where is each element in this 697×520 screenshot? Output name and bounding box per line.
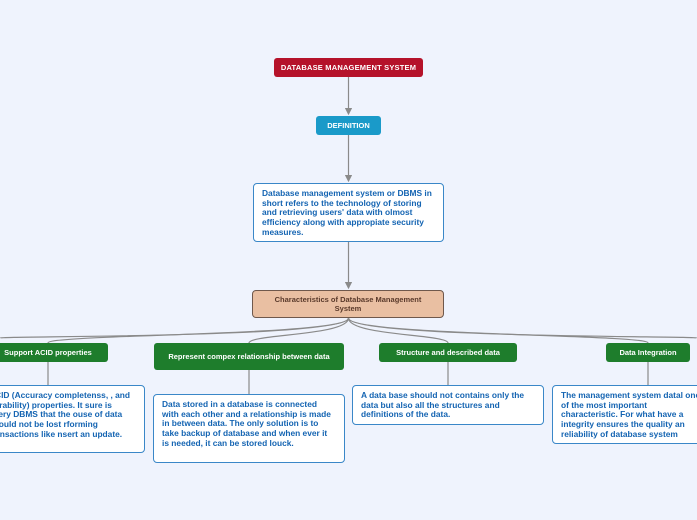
structure-text[interactable]: A data base should not contains only the… — [352, 385, 544, 425]
branch-acid-properties[interactable]: Support ACID properties — [0, 343, 108, 362]
relationship-text[interactable]: Data stored in a database is connected w… — [153, 394, 345, 463]
connector-branch-6 — [0, 317, 350, 339]
connector-branch-2 — [248, 317, 350, 344]
definition-text[interactable]: Database management system or DBMS in sh… — [253, 183, 444, 242]
branch-data-integration[interactable]: Data Integration — [606, 343, 690, 362]
connector-branch-4 — [347, 317, 649, 344]
connector-branch-5 — [347, 317, 697, 339]
integration-text[interactable]: The management system datal one of the m… — [552, 385, 697, 444]
root-topic[interactable]: DATABASE MANAGEMENT SYSTEM — [274, 58, 423, 77]
definition-topic[interactable]: DEFINITION — [316, 116, 381, 135]
connector-branch-3 — [347, 317, 449, 344]
branch-complex-relationship[interactable]: Represent compex relationship between da… — [154, 343, 344, 370]
connector-branch-1 — [47, 317, 350, 344]
characteristics-topic[interactable]: Characteristics of Database Management S… — [252, 290, 444, 318]
acid-text[interactable]: ACID (Accuracy completenss, , and durabi… — [0, 385, 145, 453]
branch-structured-data[interactable]: Structure and described data — [379, 343, 517, 362]
